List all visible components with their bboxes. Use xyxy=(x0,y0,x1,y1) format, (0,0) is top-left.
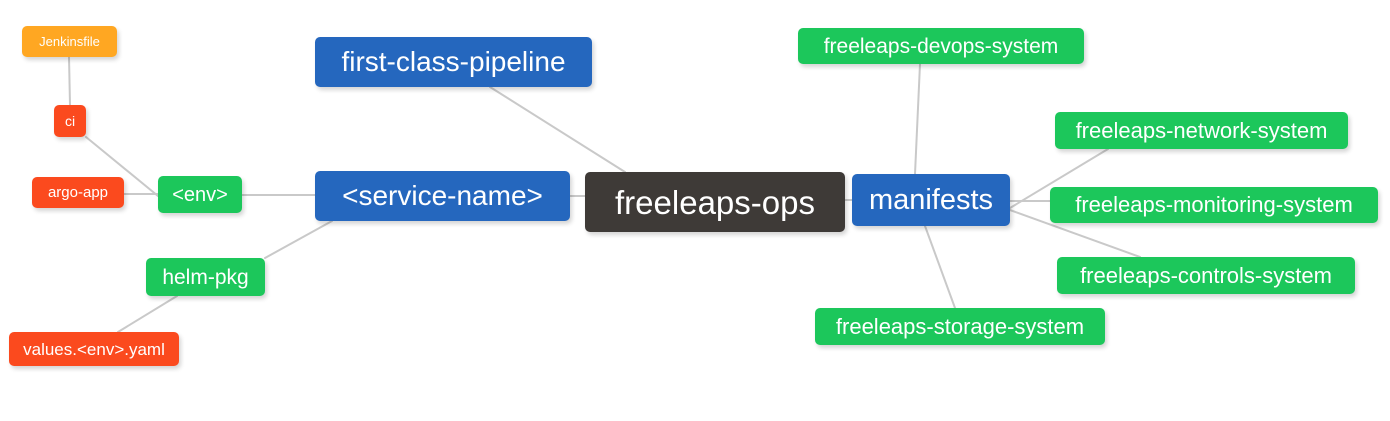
node-first-class-pipeline[interactable]: first-class-pipeline xyxy=(315,37,592,87)
node-argo-app[interactable]: argo-app xyxy=(32,177,124,208)
node-freeleaps-monitoring-system[interactable]: freeleaps-monitoring-system xyxy=(1050,187,1378,223)
node-service-name[interactable]: <service-name> xyxy=(315,171,570,221)
node-label-freeleaps-devops-system: freeleaps-devops-system xyxy=(823,34,1059,58)
node-helm-pkg[interactable]: helm-pkg xyxy=(146,258,265,296)
node-label-manifests: manifests xyxy=(868,183,994,216)
edge-values-yaml-to-helm-pkg xyxy=(117,295,178,333)
node-label-jenkinsfile: Jenkinsfile xyxy=(39,34,100,49)
node-manifests[interactable]: manifests xyxy=(852,174,1010,226)
edge-manifests-to-freeleaps-devops-system xyxy=(914,63,921,175)
node-freeleaps-ops[interactable]: freeleaps-ops xyxy=(585,172,845,232)
node-label-freeleaps-ops: freeleaps-ops xyxy=(615,183,815,221)
node-label-first-class-pipeline: first-class-pipeline xyxy=(341,46,566,77)
node-label-env: <env> xyxy=(172,183,228,206)
edge-jenkinsfile-to-ci xyxy=(68,56,71,106)
edge-first-class-pipeline-to-freeleaps-ops xyxy=(489,86,626,173)
node-jenkinsfile[interactable]: Jenkinsfile xyxy=(22,26,117,57)
node-label-helm-pkg: helm-pkg xyxy=(162,265,249,289)
node-freeleaps-network-system[interactable]: freeleaps-network-system xyxy=(1055,112,1348,149)
node-label-freeleaps-storage-system: freeleaps-storage-system xyxy=(835,313,1085,339)
node-env[interactable]: <env> xyxy=(158,176,242,213)
node-values-yaml[interactable]: values.<env>.yaml xyxy=(9,332,179,366)
node-freeleaps-devops-system[interactable]: freeleaps-devops-system xyxy=(798,28,1084,64)
node-label-freeleaps-monitoring-system: freeleaps-monitoring-system xyxy=(1075,192,1353,217)
node-label-ci: ci xyxy=(64,113,76,129)
node-freeleaps-storage-system[interactable]: freeleaps-storage-system xyxy=(815,308,1105,345)
node-freeleaps-controls-system[interactable]: freeleaps-controls-system xyxy=(1057,257,1355,294)
edge-helm-pkg-to-service-name xyxy=(264,220,333,259)
node-label-service-name: <service-name> xyxy=(342,180,543,211)
node-ci[interactable]: ci xyxy=(54,105,86,137)
node-label-argo-app: argo-app xyxy=(47,184,109,201)
node-label-values-yaml: values.<env>.yaml xyxy=(23,339,165,359)
node-label-freeleaps-controls-system: freeleaps-controls-system xyxy=(1080,262,1332,288)
node-label-freeleaps-network-system: freeleaps-network-system xyxy=(1075,117,1328,143)
edge-manifests-to-freeleaps-storage-system xyxy=(924,225,956,309)
